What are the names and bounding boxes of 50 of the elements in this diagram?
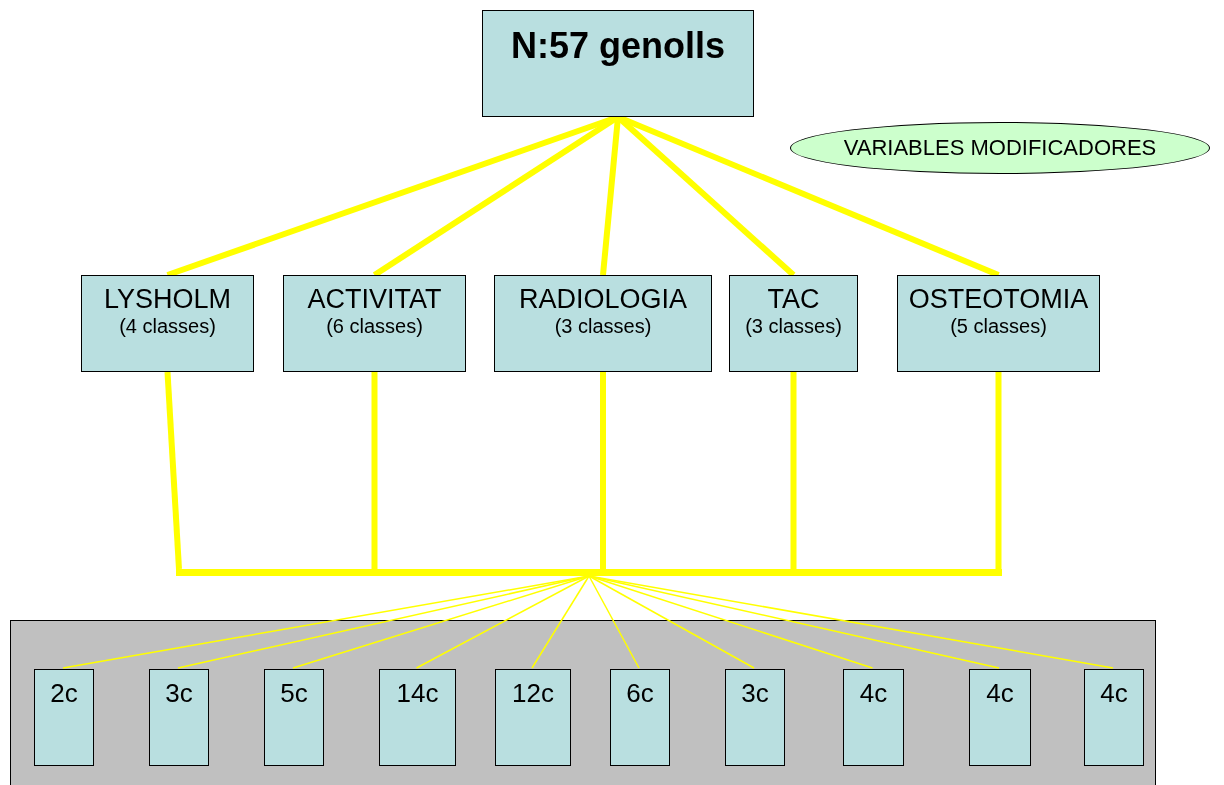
group-panel xyxy=(10,620,1156,785)
node-label: ACTIVITAT xyxy=(307,284,442,315)
class-box xyxy=(34,669,94,766)
class-box xyxy=(969,669,1031,766)
node-label: OSTEOTOMIA xyxy=(908,284,1089,315)
node-label: 4c xyxy=(1100,678,1128,709)
connector-line xyxy=(588,575,640,669)
node-label: VARIABLES MODIFICADORES xyxy=(843,135,1157,161)
node-label: 4c xyxy=(859,678,888,709)
node-label: 2c xyxy=(50,678,78,709)
node-label: 3c xyxy=(165,678,193,709)
node-label: 5c xyxy=(280,678,308,709)
node-subtitle: (6 classes) xyxy=(326,315,423,338)
node-label: RADIOLOGIA xyxy=(518,284,687,315)
connector-line xyxy=(531,575,590,669)
connector-line xyxy=(790,372,797,569)
class-box xyxy=(495,669,571,766)
category-box xyxy=(283,275,466,372)
category-box xyxy=(729,275,858,372)
class-box xyxy=(264,669,324,766)
node-label: 4c xyxy=(986,678,1014,709)
category-box xyxy=(897,275,1100,372)
bus-bar xyxy=(176,569,1002,576)
node-subtitle: (5 classes) xyxy=(950,315,1047,338)
category-box xyxy=(494,275,712,372)
node-subtitle: (3 classes) xyxy=(554,315,652,338)
class-box xyxy=(610,669,670,766)
connector-line xyxy=(164,371,182,570)
connector-line xyxy=(588,575,874,669)
node-subtitle: (3 classes) xyxy=(745,315,842,338)
node-label: 12c xyxy=(512,678,554,709)
node-label: 3c xyxy=(741,678,769,709)
node-label: 6c xyxy=(626,678,654,709)
node-label: TAC xyxy=(767,284,820,315)
class-box xyxy=(1084,669,1144,766)
node-label: N:57 genolls xyxy=(510,25,726,67)
category-box xyxy=(81,275,254,372)
class-box xyxy=(149,669,209,766)
class-box xyxy=(843,669,904,766)
connector-line xyxy=(588,575,755,669)
connector-line xyxy=(995,372,1002,569)
connector-line xyxy=(415,575,590,669)
class-box xyxy=(725,669,785,766)
class-box xyxy=(379,669,456,766)
connector-line xyxy=(371,372,378,569)
process-box xyxy=(482,10,754,117)
node-label: LYSHOLM xyxy=(103,284,231,315)
connector-line xyxy=(600,372,606,569)
node-subtitle: (4 classes) xyxy=(119,315,216,338)
node-label: 14c xyxy=(396,678,439,709)
